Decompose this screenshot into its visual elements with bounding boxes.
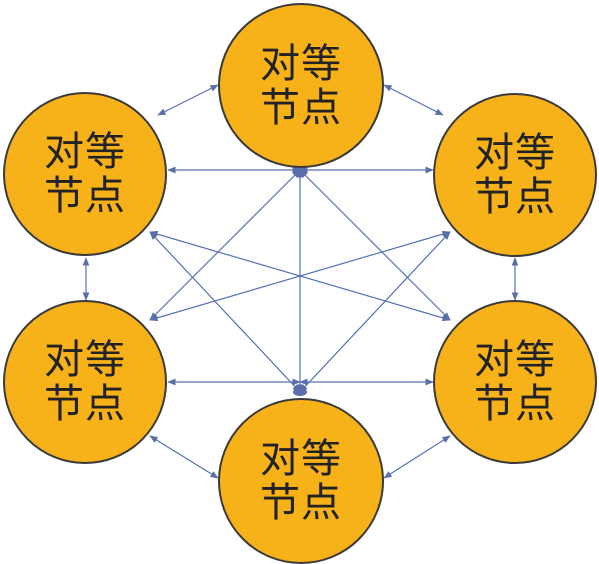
edge-layer	[82, 84, 519, 479]
node-label-line1: 对等	[44, 129, 126, 175]
peer-node-lower-left: 对等 节点	[3, 300, 167, 464]
node-label-line2: 节点	[44, 173, 126, 219]
node-label-line2: 节点	[44, 381, 126, 427]
peer-node-lower-right: 对等 节点	[433, 300, 597, 464]
hub-bottom-dot	[293, 388, 307, 396]
hub-top-dot	[293, 166, 307, 174]
edge-upper-right-lower-left	[149, 230, 451, 322]
node-label-line2: 节点	[260, 84, 342, 131]
edge-upper-left-bottom	[149, 231, 301, 393]
node-label-line2: 节点	[260, 480, 342, 526]
peer-node-top: 对等 节点	[218, 3, 384, 168]
edge-top-upper-left	[157, 84, 219, 116]
node-label-line2: 节点	[474, 174, 556, 220]
peer-node-upper-right: 对等 节点	[433, 93, 597, 257]
peer-node-upper-left: 对等 节点	[3, 92, 167, 256]
peer-to-peer-diagram: 对等 节点 对等 节点 对等 节点 对等 节点 对等 节点 对等 节点	[3, 3, 597, 564]
node-label-line2: 节点	[474, 381, 556, 427]
node-label-line1: 对等	[474, 130, 556, 176]
node-label-line1: 对等	[260, 436, 342, 482]
edge-top-upper-right	[383, 84, 444, 116]
edge-lower-right-bottom	[383, 435, 451, 479]
node-label-line1: 对等	[44, 337, 126, 383]
edge-upper-right-bottom	[299, 231, 451, 393]
node-label-line1: 对等	[260, 40, 342, 87]
edge-lower-left-bottom	[149, 435, 219, 479]
peer-node-bottom: 对等 节点	[218, 398, 384, 564]
node-label-line1: 对等	[474, 337, 556, 383]
